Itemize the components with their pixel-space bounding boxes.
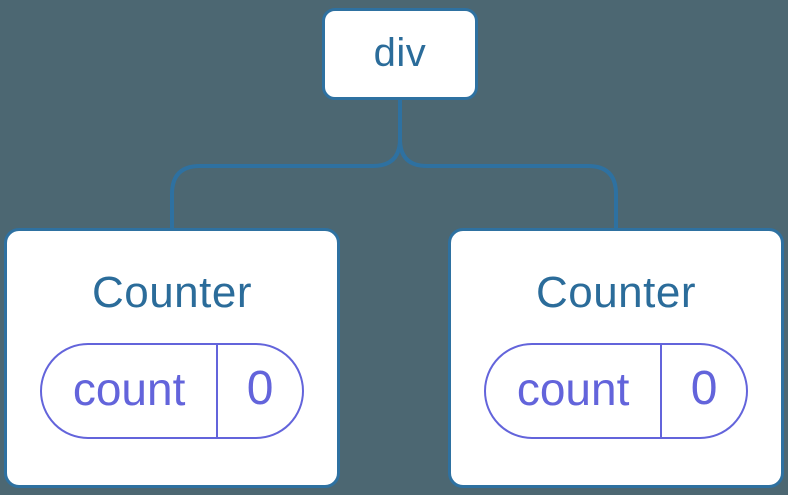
connector-left-branch (170, 99, 402, 230)
state-value: 0 (690, 362, 718, 416)
state-pill: count 0 (484, 343, 748, 440)
root-node-label: div (373, 31, 427, 75)
component-title: Counter (91, 268, 253, 317)
component-title: Counter (535, 268, 697, 317)
state-name-cell: count (42, 345, 219, 438)
state-value-cell: 0 (662, 345, 746, 437)
state-name-cell: count (486, 345, 663, 438)
state-value: 0 (246, 362, 274, 416)
state-pill: count 0 (40, 343, 304, 440)
connector-right-branch (398, 99, 618, 230)
state-value-cell: 0 (218, 345, 302, 437)
state-name: count (516, 363, 630, 416)
counter-card-left: Counter count 0 (4, 228, 340, 488)
root-node: div (322, 8, 478, 100)
state-name: count (72, 363, 186, 416)
counter-card-right: Counter count 0 (448, 228, 784, 488)
